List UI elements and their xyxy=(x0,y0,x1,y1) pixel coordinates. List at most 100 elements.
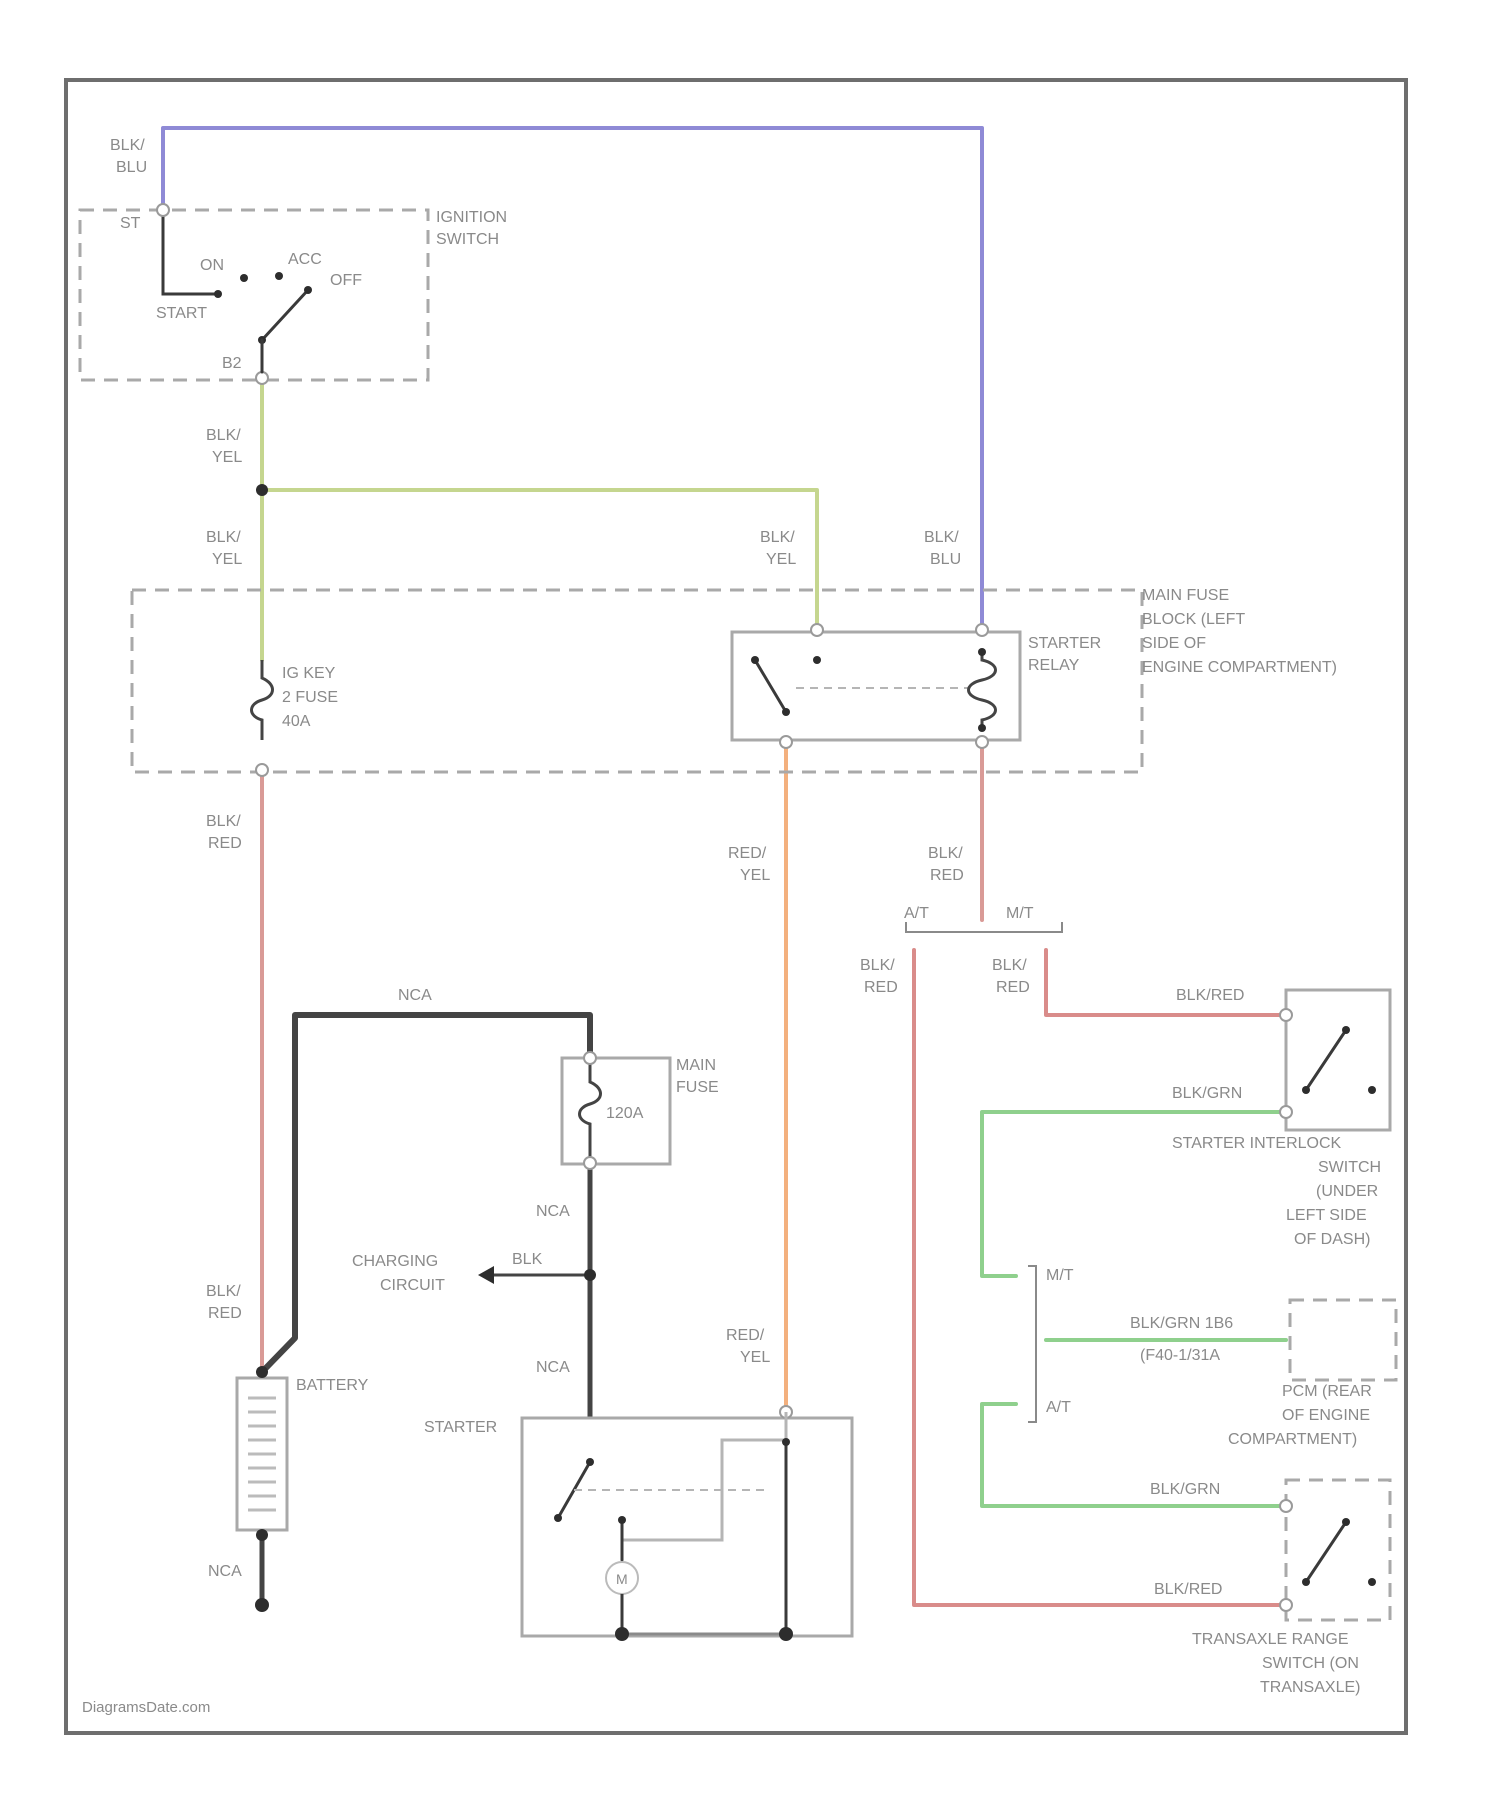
splice-charging xyxy=(584,1269,596,1281)
wire-blk-blu xyxy=(163,128,982,628)
interlock-contact-c xyxy=(1368,1086,1376,1094)
label-blk-red-trs: BLK/RED xyxy=(1154,1581,1222,1598)
terminal-st xyxy=(157,204,169,216)
label-trs-2: SWITCH (ON xyxy=(1262,1655,1359,1672)
battery-positive xyxy=(256,1366,268,1378)
charging-arrow xyxy=(478,1266,494,1284)
relay-terminal-1 xyxy=(811,624,823,636)
trs-contact xyxy=(1306,1522,1346,1582)
label-blk-red-5b: RED xyxy=(208,1305,242,1322)
label-blk-red-4b: RED xyxy=(996,979,1030,996)
label-blk-yel-3a: BLK/ xyxy=(760,529,795,546)
wire-blk-red-mt xyxy=(1046,950,1286,1015)
label-blk-yel-1b: YEL xyxy=(212,449,242,466)
trs-contact-a xyxy=(1302,1578,1310,1586)
label-ig-key-1: IG KEY xyxy=(282,665,336,682)
main-fuse-terminal-bottom xyxy=(584,1157,596,1169)
label-pcm-3: COMPARTMENT) xyxy=(1228,1431,1357,1448)
label-ignition-switch-2: SWITCH xyxy=(436,231,499,248)
label-blk-red-2a: BLK/ xyxy=(928,845,963,862)
terminal-fuse-out xyxy=(256,764,268,776)
relay-coil-bottom xyxy=(978,724,986,732)
interlock-contact-a xyxy=(1302,1086,1310,1094)
label-on: ON xyxy=(200,257,224,274)
label-ig-key-3: 40A xyxy=(282,713,311,730)
label-at-1: A/T xyxy=(904,905,929,922)
label-blk-red-5a: BLK/ xyxy=(206,1283,241,1300)
label-blk: BLK xyxy=(512,1251,543,1268)
label-interlock-2: SWITCH xyxy=(1318,1159,1381,1176)
label-blk-yel-2a: BLK/ xyxy=(206,529,241,546)
label-blk-red-3b: RED xyxy=(864,979,898,996)
relay-contact-c xyxy=(782,708,790,716)
label-m: M xyxy=(616,1571,628,1587)
label-battery: BATTERY xyxy=(296,1377,369,1394)
label-mt-1: M/T xyxy=(1006,905,1034,922)
label-charging-1: CHARGING xyxy=(352,1253,438,1270)
starter-interlock-switch-box xyxy=(1286,990,1390,1130)
label-nca-3: NCA xyxy=(536,1359,570,1376)
trs-contact-c xyxy=(1368,1578,1376,1586)
label-blk-red-1a: BLK/ xyxy=(206,813,241,830)
starter-contact-a xyxy=(586,1458,594,1466)
ig-key-2-fuse-symbol xyxy=(252,660,273,740)
label-main-fuse-block-3: SIDE OF xyxy=(1142,635,1206,652)
starter-box xyxy=(522,1418,852,1636)
label-ignition-switch-1: IGNITION xyxy=(436,209,507,226)
label-blk-red-3a: BLK/ xyxy=(860,957,895,974)
label-red-yel-1b: YEL xyxy=(740,867,770,884)
trs-terminal-2 xyxy=(1280,1599,1292,1611)
label-blk-red-interlock: BLK/RED xyxy=(1176,987,1244,1004)
label-blk-grn-interlock: BLK/GRN xyxy=(1172,1085,1242,1102)
label-120a: 120A xyxy=(606,1105,644,1122)
label-blk-blu-2a: BLK/ xyxy=(924,529,959,546)
ground-point xyxy=(255,1598,269,1612)
contact-acc xyxy=(275,272,283,280)
trs-contact-b xyxy=(1342,1518,1350,1526)
relay-terminal-4 xyxy=(976,736,988,748)
label-at-2: A/T xyxy=(1046,1399,1071,1416)
wire-blk-grn-trs xyxy=(982,1404,1286,1506)
label-blk-yel-3b: YEL xyxy=(766,551,796,568)
label-main-fuse-1: MAIN xyxy=(676,1057,716,1074)
main-fuse-terminal-top xyxy=(584,1052,596,1064)
contact-off xyxy=(304,286,312,294)
label-interlock-3: (UNDER xyxy=(1316,1183,1378,1200)
interlock-contact-b xyxy=(1342,1026,1350,1034)
label-trs-3: TRANSAXLE) xyxy=(1260,1679,1360,1696)
label-interlock-5: OF DASH) xyxy=(1294,1231,1370,1248)
label-b2: B2 xyxy=(222,355,242,372)
starter-relay-box xyxy=(732,632,1020,740)
label-nca-2: NCA xyxy=(536,1203,570,1220)
starter-contact-b xyxy=(554,1514,562,1522)
label-blk-red-4a: BLK/ xyxy=(992,957,1027,974)
label-main-fuse-block-1: MAIN FUSE xyxy=(1142,587,1229,604)
ignition-switch-box xyxy=(80,210,428,380)
interlock-terminal-1 xyxy=(1280,1009,1292,1021)
label-main-fuse-block-2: BLOCK (LEFT xyxy=(1142,611,1245,628)
trs-terminal-1 xyxy=(1280,1500,1292,1512)
label-off: OFF xyxy=(330,272,362,289)
starter-solenoid-dot xyxy=(782,1438,790,1446)
label-st: ST xyxy=(120,215,141,232)
contact-on xyxy=(240,274,248,282)
label-blk-yel-1a: BLK/ xyxy=(206,427,241,444)
label-red-yel-1a: RED/ xyxy=(728,845,767,862)
label-main-fuse-2: FUSE xyxy=(676,1079,719,1096)
label-pcm-wire: BLK/GRN 1B6 xyxy=(1130,1315,1233,1332)
battery-negative xyxy=(256,1529,268,1541)
label-main-fuse-block-4: ENGINE COMPARTMENT) xyxy=(1142,659,1337,676)
label-blk-red-1b: RED xyxy=(208,835,242,852)
label-blk-red-2b: RED xyxy=(930,867,964,884)
splice-blk-yel xyxy=(256,484,268,496)
at-mt-bracket xyxy=(906,922,1062,932)
watermark: DiagramsDate.com xyxy=(82,1699,210,1716)
pcm-box xyxy=(1290,1300,1396,1380)
starter-ground-1 xyxy=(615,1627,629,1641)
label-nca-4: NCA xyxy=(208,1563,242,1580)
label-acc: ACC xyxy=(288,251,322,268)
label-blk-blu-1b: BLU xyxy=(116,159,147,176)
wire-blk-yel-relay xyxy=(262,490,817,628)
interlock-terminal-2 xyxy=(1280,1106,1292,1118)
relay-contact-a xyxy=(751,656,759,664)
